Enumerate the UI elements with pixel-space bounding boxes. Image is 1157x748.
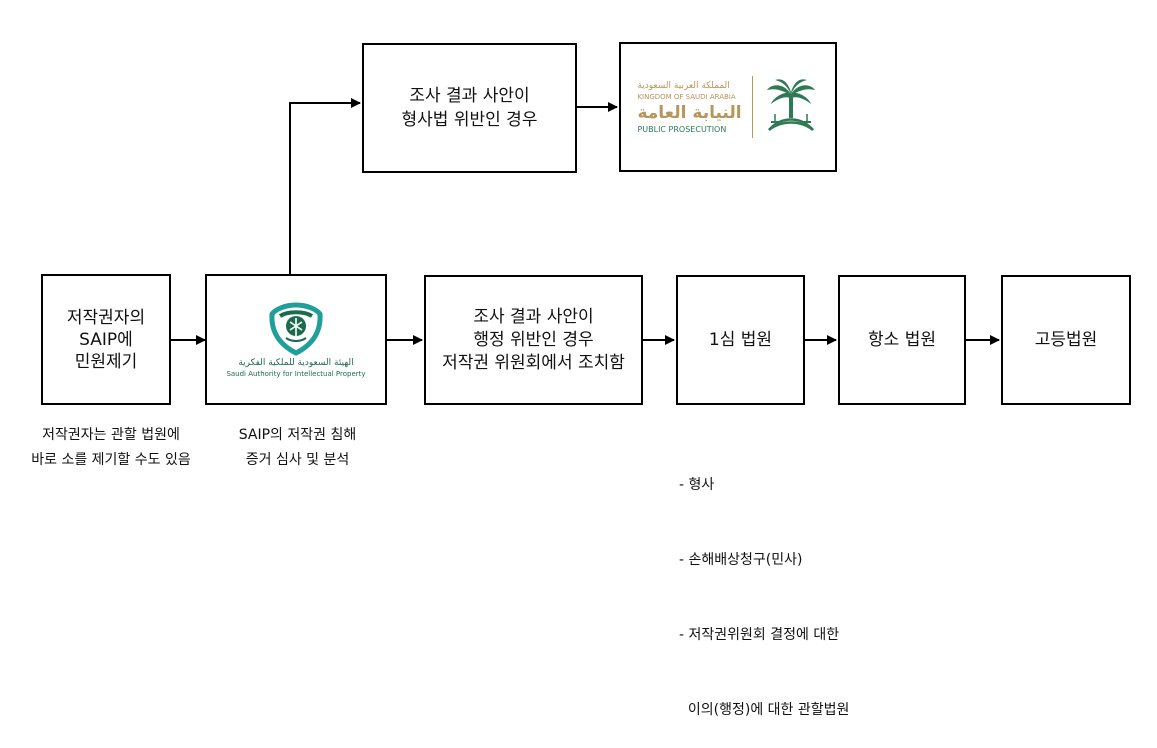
criminal-case-text: 조사 결과 사안이 형사법 위반인 경우 [402,84,538,132]
appeal-court-box: 항소 법원 [838,275,966,405]
admin-line-3: 저작권 위원회에서 조치함 [442,352,625,373]
appeal-court-label: 항소 법원 [868,330,936,350]
saip-logo-icon [269,301,323,356]
first-court-label: 1심 법원 [708,330,773,350]
criminal-case-box: 조사 결과 사안이 형사법 위반인 경우 [362,43,577,173]
criminal-line-2: 형사법 위반인 경우 [401,110,538,130]
court-list-item-4: 이의(행정)에 대한 관할법원 [679,702,850,718]
admin-line-1: 조사 결과 사안이 [473,306,594,327]
saip-note-line-2: 증거 심사 및 분석 [245,452,350,468]
saip-note-line-1: SAIP의 저작권 침해 [238,427,357,443]
complaint-line-3: 민원제기 [74,351,138,372]
admin-case-text: 조사 결과 사안이 행정 위반인 경우 저작권 위원회에서 조치함 [442,306,625,375]
admin-case-box: 조사 결과 사안이 행정 위반인 경우 저작권 위원회에서 조치함 [424,275,643,405]
pp-logo-arabic-top: المملكة العربية السعودية [637,80,730,91]
court-list-item-2: - 손해배상청구(민사) [679,552,803,568]
court-list-item-1: - 형사 [679,477,715,493]
palm-swords-emblem-icon [766,79,815,132]
saip-logo-arabic: الهيئة السعودية للملكية الفكرية [238,357,354,368]
admin-line-2: 행정 위반인 경우 [473,329,594,350]
flow-arrows [171,98,1000,345]
high-court-box: 고등법원 [1001,275,1131,405]
pp-logo-english-main: PUBLIC PROSECUTION [637,124,727,134]
criminal-line-1: 조사 결과 사안이 [409,86,530,106]
complaint-note-line-1: 저작권자는 관할 법원에 [42,427,180,443]
pp-logo-arabic-main: النيابة العامة [637,102,742,123]
saip-logo-english: Saudi Authority for Intellectual Propert… [226,369,366,378]
pp-logo-divider [751,76,753,138]
complaint-box: 저작권자의 SAIP에 민원제기 [41,274,171,405]
pp-logo-english-top: KINGDOM OF SAUDI ARABIA [637,92,736,101]
complaint-note-line-2: 바로 소를 제기할 수도 있음 [31,452,191,468]
saip-box: الهيئة السعودية للملكية الفكرية Saudi Au… [205,274,387,405]
complaint-text: 저작권자의 SAIP에 민원제기 [67,307,145,373]
court-jurisdiction-list: - 형사 - 손해배상청구(민사) - 저작권위원회 결정에 대한 이의(행정)… [679,423,929,748]
court-list-item-3: - 저작권위원회 결정에 대한 [679,627,840,643]
complaint-note: 저작권자는 관할 법원에 바로 소를 제기할 수도 있음 [6,423,216,473]
complaint-line-1: 저작권자의 [66,307,146,328]
complaint-line-2: SAIP에 [79,329,133,350]
first-court-box: 1심 법원 [676,275,805,405]
high-court-label: 고등법원 [1034,330,1098,350]
saip-note: SAIP의 저작권 침해 증거 심사 및 분석 [210,423,385,473]
arrow-saip-to-criminal [289,98,361,274]
prosecution-box: المملكة العربية السعودية KINGDOM OF SAUD… [619,42,837,172]
